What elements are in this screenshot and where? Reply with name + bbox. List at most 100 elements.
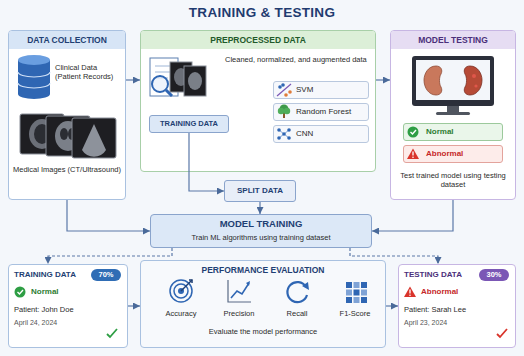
result-box: Normal <box>403 123 503 141</box>
document-scan-icon <box>155 72 172 73</box>
network-icon <box>279 130 284 134</box>
tree-icon <box>278 108 284 114</box>
monitor-kidney-icon <box>474 84 477 87</box>
description-text: Train ML algorithms using training datas… <box>151 233 371 242</box>
svm-icon <box>277 83 292 97</box>
monitor-kidney-icon <box>464 66 482 95</box>
panel-heading: DATA COLLECTION <box>9 31 125 49</box>
data-card: TRAINING DATA70%NormalPatient: John DoeA… <box>8 264 128 348</box>
f1-grid-icon <box>354 297 360 303</box>
network-icon <box>284 134 289 138</box>
panel-heading: PREPROCESSED DATA <box>141 31 375 49</box>
scan-images <box>72 118 116 158</box>
connector-arrow <box>259 202 260 214</box>
section-panel: PREPROCESSED DATA Cleaned, normalized, an… <box>140 30 376 172</box>
accuracy-icon <box>178 288 184 294</box>
connector-group <box>48 80 453 306</box>
data-source-label: Clinical Data (Patient Records) <box>55 63 123 82</box>
result-label: Abnormal <box>426 146 500 162</box>
connector-arrow <box>126 79 140 80</box>
monitor-kidney-icon <box>472 74 476 78</box>
document-scan-icon <box>150 58 178 96</box>
connector-arrow <box>128 305 140 306</box>
description-text: Cleaned, normalized, and augmented data <box>225 55 369 64</box>
network-icon <box>279 134 284 138</box>
f1-grid-icon <box>354 290 360 296</box>
f1-grid-icon <box>346 282 352 288</box>
algorithm-name: CNN <box>296 126 366 142</box>
tree-icon <box>284 108 290 114</box>
database-icon <box>18 55 50 99</box>
check-icon <box>15 287 26 298</box>
band-heading: MODEL TRAINING <box>151 218 371 230</box>
result-label: Normal <box>31 287 111 297</box>
tree-icon <box>280 105 289 114</box>
recall-icon <box>287 282 307 302</box>
patient-name: Patient: Sarah Lee <box>404 305 512 314</box>
svm-icon <box>278 85 282 89</box>
patient-name: Patient: John Doe <box>14 305 122 314</box>
check-icon <box>18 290 24 294</box>
document-scan-icon <box>155 66 172 67</box>
network-icon <box>284 130 289 134</box>
document-scan-icon <box>166 90 172 96</box>
tree-icon <box>283 113 285 118</box>
process-band: MODEL TRAINING Train ML algorithms using … <box>150 214 372 248</box>
network-icon <box>282 132 286 136</box>
connector-arrow <box>372 200 453 231</box>
connector-arrow <box>48 248 172 264</box>
scan-images <box>34 124 50 144</box>
monitor-kidney-icon <box>436 112 470 115</box>
precision-icon <box>228 280 251 302</box>
warning-icon <box>412 156 414 158</box>
connector-arrow <box>376 79 390 80</box>
card-heading: TESTING DATA <box>404 270 476 280</box>
description-text: Evaluate the model performance <box>141 327 385 336</box>
result-label: Normal <box>426 124 500 140</box>
monitor-kidney-icon <box>416 60 490 100</box>
box-label: SPLIT DATA <box>225 181 295 201</box>
check-mark <box>107 329 117 337</box>
data-source-label: Medical Images (CT/Ultrasound) <box>13 165 121 174</box>
database-icon <box>18 72 50 77</box>
warning-icon <box>409 290 410 294</box>
network-icon <box>287 136 291 140</box>
algorithm-name: SVM <box>296 82 366 98</box>
scan-images <box>20 114 64 154</box>
scan-images <box>55 121 81 151</box>
database-icon <box>18 83 50 88</box>
check-icon <box>408 127 419 138</box>
monitor-kidney-icon <box>447 106 459 112</box>
algorithm-box: Random Forest <box>273 103 369 121</box>
recall-icon <box>302 282 309 290</box>
document-scan-icon <box>155 78 168 79</box>
evaluation-panel: PERFORMANCE EVALUATIONAccuracyPrecisionR… <box>140 260 386 348</box>
scan-images <box>29 119 55 149</box>
date-text: April 23, 2024 <box>404 319 504 328</box>
document-scan-icon <box>188 72 202 90</box>
tree-icon <box>278 105 290 119</box>
document-scan-icon <box>150 58 206 96</box>
svm-icon <box>284 93 288 97</box>
date-text: April 24, 2024 <box>14 319 114 328</box>
svm-icon <box>288 90 292 94</box>
document-scan-icon <box>174 68 188 86</box>
check-mark <box>497 329 507 337</box>
f1-grid-icon <box>361 290 367 296</box>
document-scan-icon <box>170 62 192 92</box>
algorithm-box: SVM <box>273 81 369 99</box>
algorithm-box: CNN <box>273 125 369 143</box>
section-panel: DATA COLLECTION Clinical Data (Patient Re… <box>8 30 126 200</box>
f1-grid-icon <box>346 290 352 296</box>
database-icon <box>18 55 50 65</box>
accuracy-icon <box>181 280 192 291</box>
metric-label: Precision <box>211 309 267 318</box>
check-icon <box>408 127 419 138</box>
process-box: TRAINING DATA <box>149 115 229 133</box>
f1-grid-icon <box>346 282 367 303</box>
panel-heading: MODEL TESTING <box>391 31 515 49</box>
precision-icon <box>231 283 249 298</box>
data-card: TESTING DATA30%AbnormalPatient: Sarah Le… <box>398 264 516 348</box>
panel-heading: PERFORMANCE EVALUATION <box>141 265 385 276</box>
